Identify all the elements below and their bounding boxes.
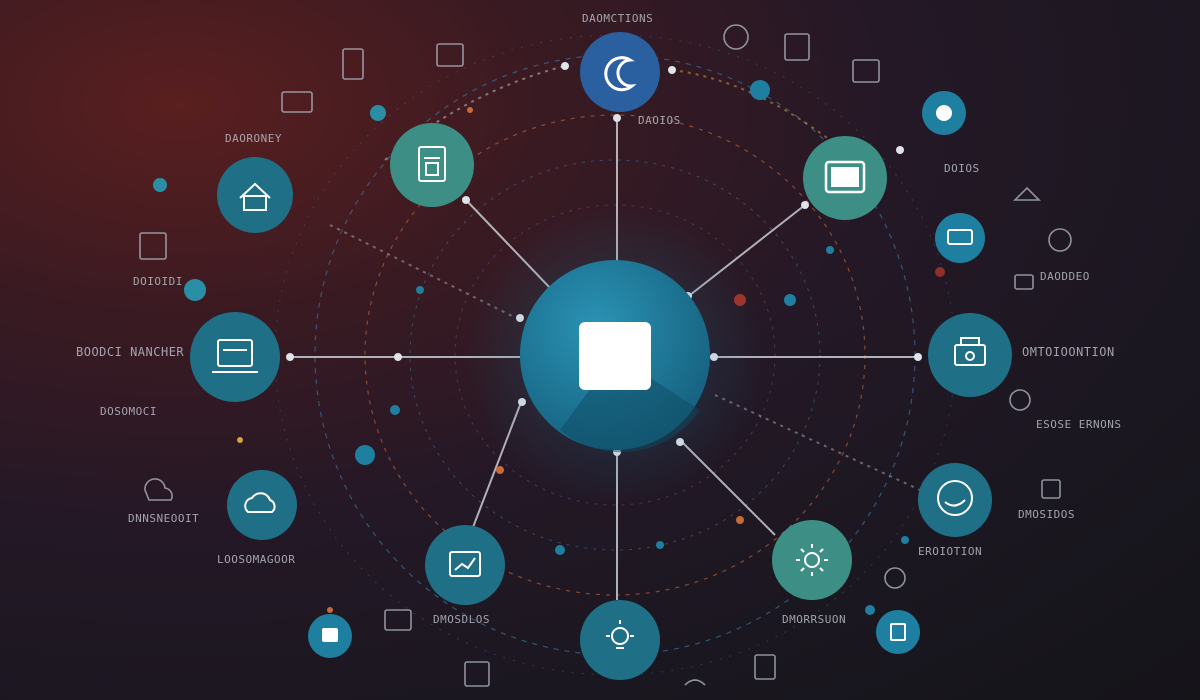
phone-icon bbox=[342, 48, 364, 80]
chart-icon bbox=[449, 551, 481, 577]
cloud-icon bbox=[244, 492, 276, 513]
label-lower-right: EROIOTION bbox=[918, 545, 983, 558]
label-right-lower: ESOSE ERNONS bbox=[1036, 418, 1122, 431]
tag-icon bbox=[1014, 274, 1034, 290]
chip-icon bbox=[1041, 479, 1061, 499]
bulb-icon bbox=[606, 620, 634, 649]
square-icon bbox=[579, 322, 651, 390]
user-icon bbox=[1048, 228, 1072, 252]
label-left-main: BOODCI NANCHER bbox=[76, 345, 185, 359]
sun-icon bbox=[796, 544, 828, 576]
central-hub[interactable] bbox=[520, 260, 710, 453]
label-below-top: DAOIOS bbox=[638, 114, 681, 127]
node-lower-left[interactable] bbox=[425, 525, 505, 605]
label-left-bottom: DNNSNEOOIT bbox=[128, 512, 200, 525]
monitor-icon bbox=[824, 160, 866, 194]
label-top-center: DAOMCTIONS bbox=[582, 12, 654, 25]
document-icon bbox=[418, 146, 446, 182]
dot-icon bbox=[884, 567, 906, 589]
notepad-icon bbox=[784, 33, 810, 61]
file-icon bbox=[464, 661, 490, 687]
node-left[interactable] bbox=[190, 312, 280, 402]
folder-icon bbox=[384, 609, 412, 631]
label-bottom-right: DMORRSUON bbox=[782, 613, 847, 626]
decorative-icons bbox=[139, 24, 1072, 687]
label-left-lower: DOSOMOCI bbox=[100, 405, 157, 418]
node-far-lower-left[interactable] bbox=[227, 470, 297, 540]
node-small-card[interactable] bbox=[935, 213, 985, 263]
node-far-upper-left[interactable] bbox=[217, 157, 293, 233]
label-bottom-left: DMOSDLOS bbox=[433, 613, 490, 626]
label-lower-left: LOOSOMAGOOR bbox=[217, 553, 296, 566]
cloud-outline-icon bbox=[144, 478, 173, 501]
node-top[interactable] bbox=[580, 32, 660, 112]
triangle-icon bbox=[1013, 186, 1041, 201]
node-small-bottom-right[interactable] bbox=[876, 610, 920, 654]
node-upper-right[interactable] bbox=[803, 136, 887, 220]
face-icon bbox=[1009, 389, 1031, 411]
link-icon bbox=[723, 24, 749, 50]
bag-icon bbox=[852, 59, 880, 83]
moon-icon bbox=[604, 56, 637, 92]
chat-icon bbox=[937, 480, 973, 516]
clipboard-icon bbox=[754, 654, 776, 680]
mail-icon bbox=[281, 91, 313, 113]
wave-icon bbox=[684, 679, 706, 686]
image-icon bbox=[436, 43, 464, 67]
node-small-gear[interactable] bbox=[922, 91, 966, 135]
label-left-upper: DOIOIDI bbox=[133, 275, 183, 288]
laptop-icon bbox=[212, 339, 258, 373]
node-right[interactable] bbox=[928, 313, 1012, 397]
home-icon bbox=[239, 182, 271, 211]
label-upper-left: DAORONEY bbox=[225, 132, 282, 145]
node-small-bottom-left[interactable] bbox=[308, 614, 352, 658]
particles bbox=[153, 80, 945, 615]
lock-icon bbox=[139, 232, 167, 260]
label-right-main: OMTOIOONTION bbox=[1022, 345, 1115, 359]
label-right-upper: DOIOS bbox=[944, 162, 980, 175]
node-bottom[interactable] bbox=[580, 600, 660, 680]
label-right-bottom: DMOSIDOS bbox=[1018, 508, 1075, 521]
node-upper-left[interactable] bbox=[390, 123, 474, 207]
printer-icon bbox=[954, 337, 986, 366]
label-right-mid: DAODDEO bbox=[1040, 270, 1090, 283]
node-far-lower-right[interactable] bbox=[918, 463, 992, 537]
node-lower-right[interactable] bbox=[772, 520, 852, 600]
